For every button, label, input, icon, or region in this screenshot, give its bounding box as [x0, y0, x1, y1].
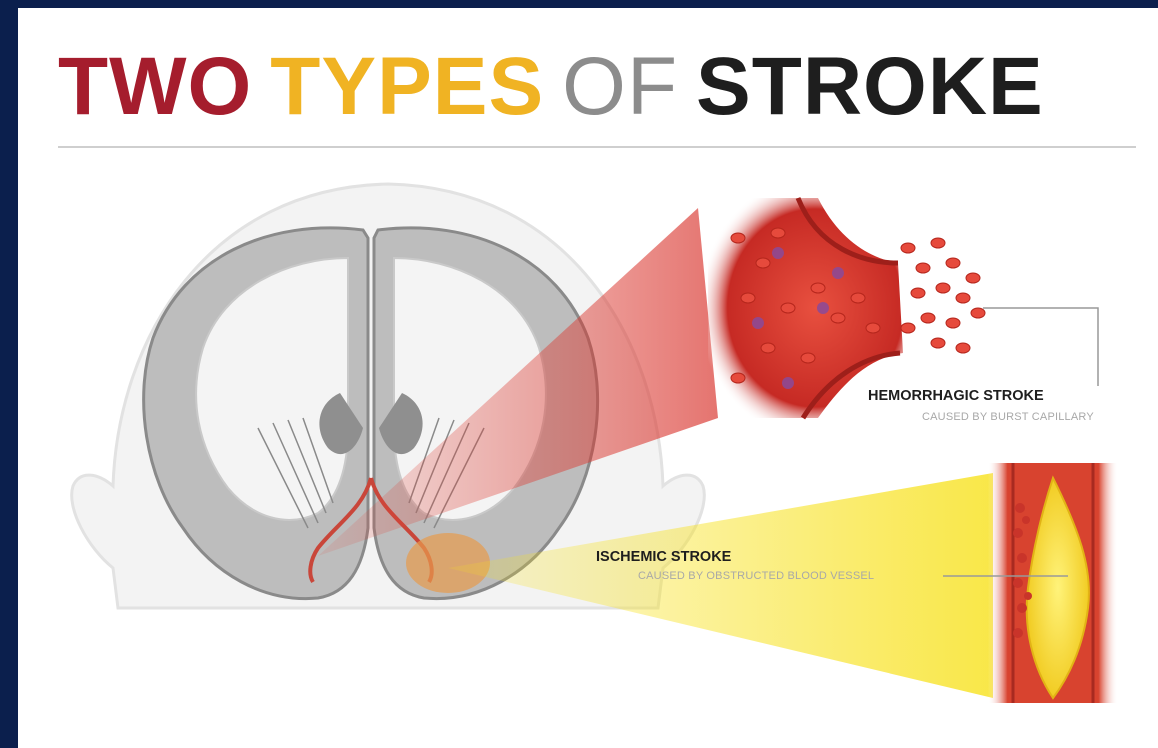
infographic-frame: TWOTYPESOFSTROKE: [18, 8, 1158, 748]
ischemic-stroke-label: ISCHEMIC STROKE: [596, 549, 731, 565]
hemorrhagic-stroke-cause: CAUSED BY BURST CAPILLARY: [922, 411, 1094, 423]
stroke-illustration: [18, 8, 1158, 748]
ischemic-stroke-cause: CAUSED BY OBSTRUCTED BLOOD VESSEL: [638, 570, 874, 582]
hemorrhagic-stroke-label: HEMORRHAGIC STROKE: [868, 388, 1044, 404]
burst-capillary-icon: [708, 198, 1098, 418]
